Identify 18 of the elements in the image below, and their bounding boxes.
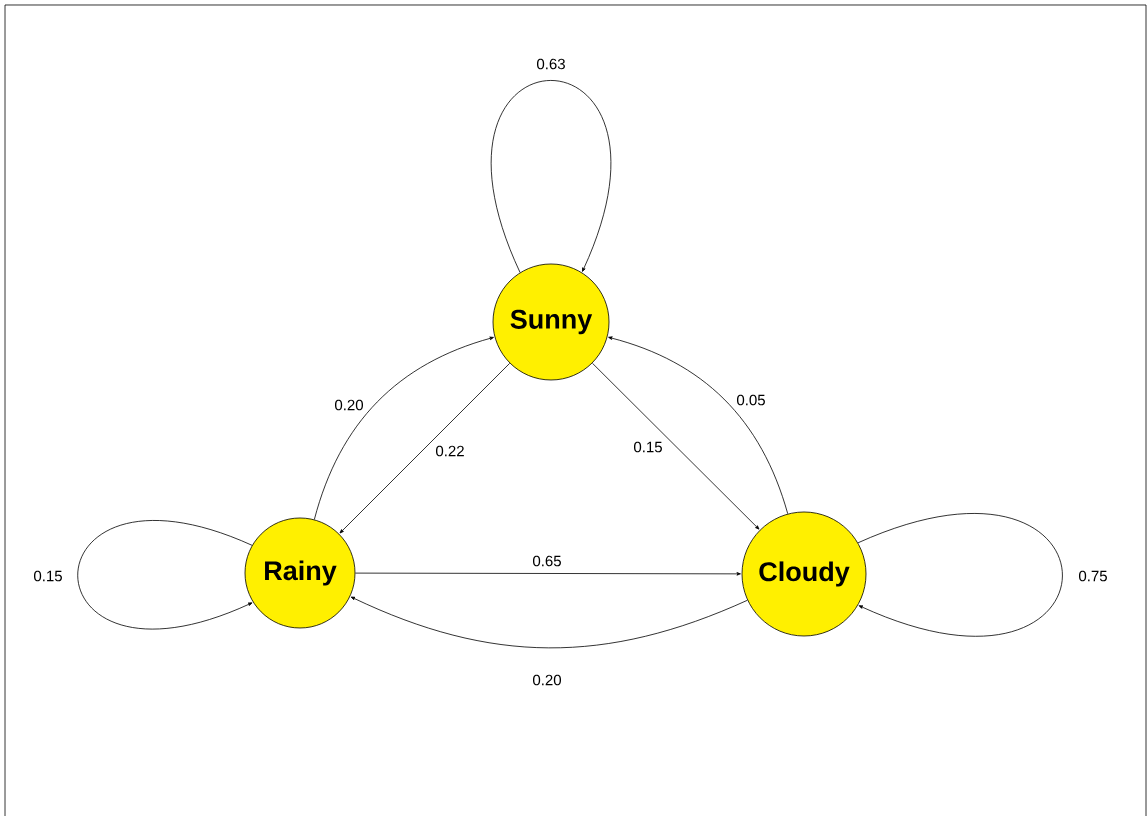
edge-label: 0.20 [333,398,365,412]
arrow [339,362,511,534]
arrow [77,520,253,630]
arrow [490,80,612,273]
edge-label: 0.15 [632,440,664,454]
edge-label: 0.63 [535,57,567,71]
edge-label: 0.15 [32,569,64,583]
arrow [857,513,1063,637]
arrow [355,572,741,576]
arrow [313,336,494,520]
edge-label: 0.22 [434,444,466,458]
arrow [608,336,789,515]
edge-label: 0.20 [531,673,563,687]
edge-label: 0.05 [735,393,767,407]
edge-label: 0.75 [1077,569,1109,583]
arrow [350,596,748,649]
edge-label: 0.65 [531,554,563,568]
arrow [592,362,760,530]
